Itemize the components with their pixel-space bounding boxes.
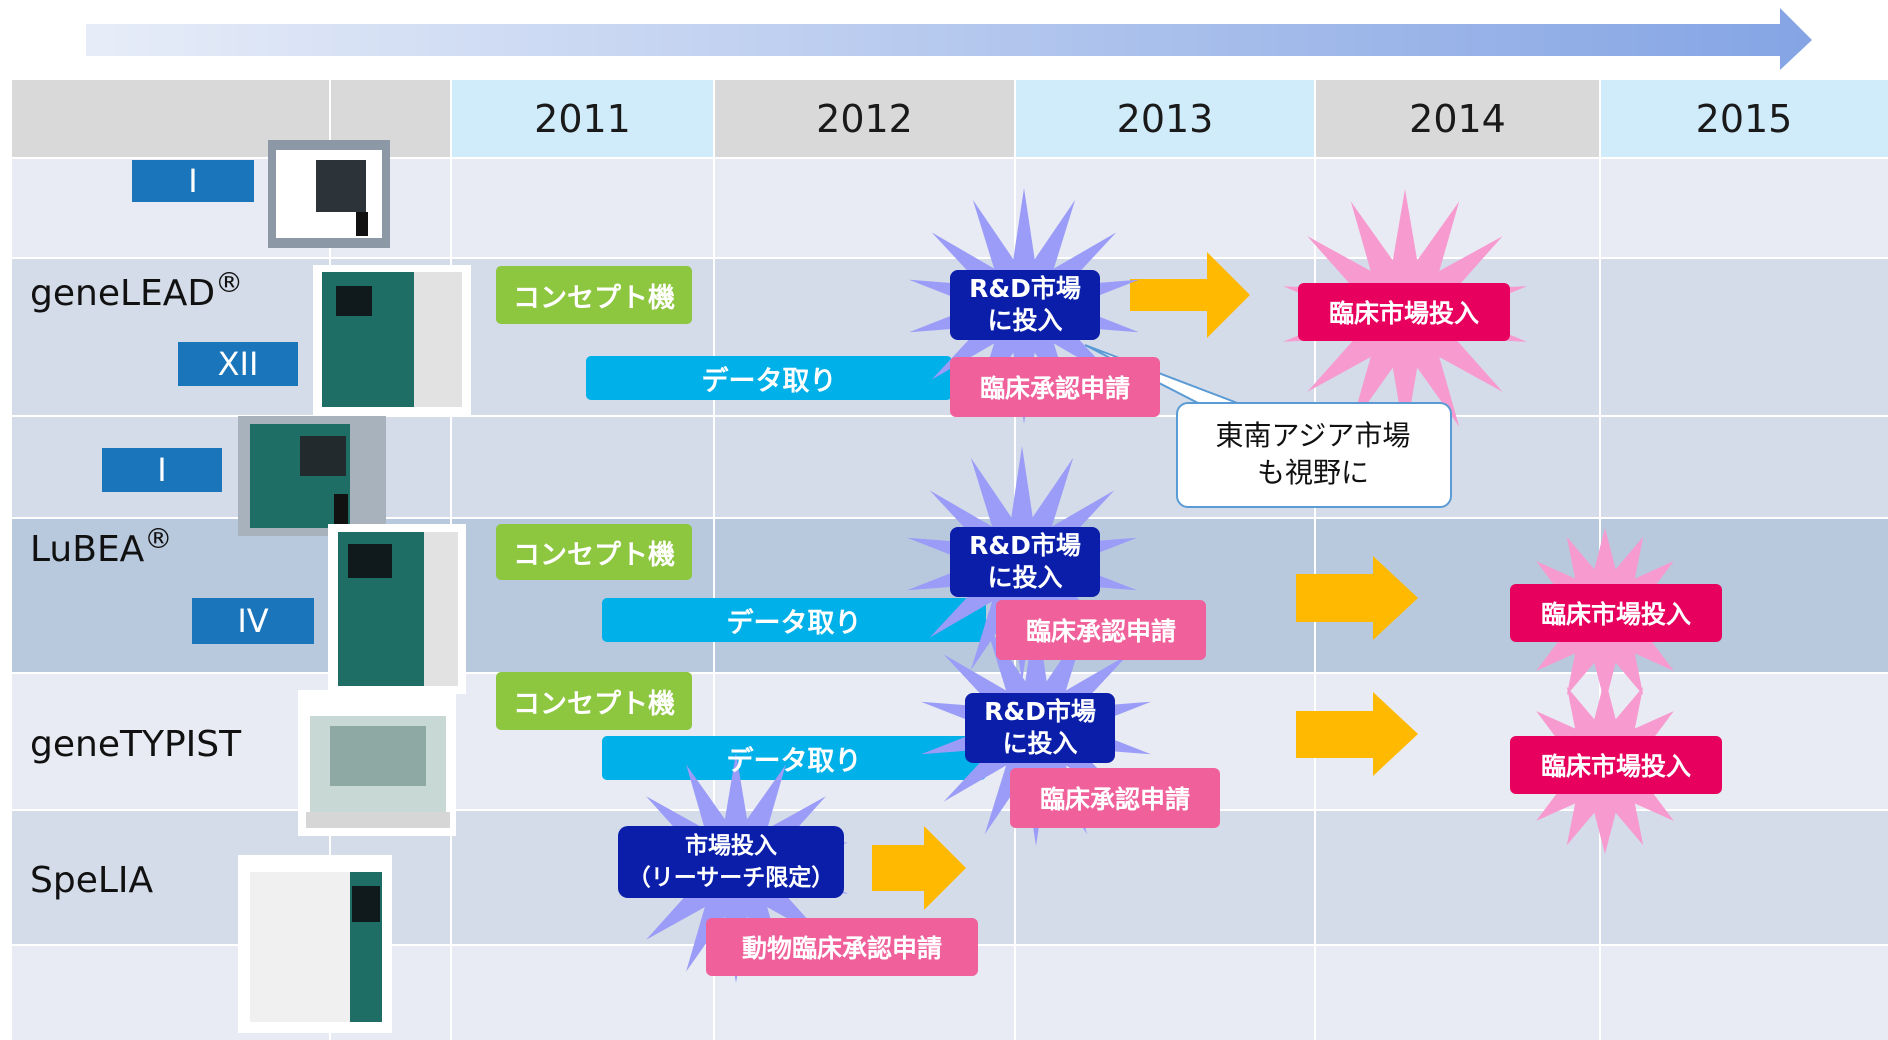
lubea-i-device-image [238, 416, 386, 536]
genelead-data-bar [586, 356, 952, 400]
lubea-rd-label: R&D市場 に投入 [969, 531, 1081, 592]
lubea-version-i: I [102, 448, 222, 492]
genetypist-clinical-box [1510, 736, 1722, 794]
product-lubea-name: LuBEA [30, 529, 145, 570]
genetypist-approval-label: 臨床承認申請 [1039, 785, 1190, 814]
genelead-i-device-image [268, 140, 390, 248]
lubea-rd-box [950, 527, 1100, 597]
genelead-rd-box [950, 270, 1100, 340]
genelead-approval-label: 臨床承認申請 [979, 374, 1130, 403]
lubea-concept-label: コンセプト機 [513, 539, 675, 571]
lubea-arrow-to-clinical [1296, 556, 1418, 640]
lubea-clinical-box [1510, 584, 1722, 642]
header-cell-2013 [1015, 80, 1315, 158]
lubea-approval-label: 臨床承認申請 [1025, 617, 1176, 646]
lubea-data-bar [602, 598, 986, 642]
callout-box [1176, 402, 1452, 508]
year-2012: 2012 [816, 97, 913, 141]
product-genetypist: geneTYPIST [30, 724, 242, 765]
product-spelia: SpeLIA [30, 860, 154, 901]
timeline-arrow [86, 8, 1812, 70]
genetypist-concept-label: コンセプト機 [513, 688, 675, 720]
genetypist-rd-label: R&D市場 に投入 [984, 697, 1096, 758]
genelead-rd-label: R&D市場 に投入 [969, 274, 1081, 335]
spelia-arrow [872, 826, 966, 910]
genetypist-data-bar [602, 736, 986, 780]
lubea-data-label: データ取り [726, 607, 862, 639]
callout-text: 東南アジア市場 も視野に [1215, 419, 1411, 489]
lubea-version-iv: IV [192, 598, 314, 644]
genetypist-rd-box [965, 693, 1115, 763]
product-genelead-name: geneLEAD [30, 273, 216, 314]
lubea-concept-bar [496, 524, 692, 580]
lubea-clinical-label: 臨床市場投入 [1540, 600, 1691, 629]
genelead-approval-box [950, 357, 1160, 417]
genelead-concept-bar [496, 266, 692, 324]
header-cell-2015 [1600, 80, 1888, 158]
product-lubea: LuBEA® [30, 522, 172, 570]
genelead-xii-device-image [313, 265, 471, 415]
year-2014: 2014 [1409, 97, 1506, 141]
year-2013: 2013 [1116, 97, 1214, 141]
spelia-market-label: 市場投入 （リーサーチ限定） [627, 833, 835, 891]
registered-mark: ® [215, 266, 244, 299]
genetypist-data-label: データ取り [726, 745, 862, 777]
year-2011: 2011 [534, 97, 631, 141]
genelead-version-xii: XII [178, 342, 298, 386]
genelead-version-i: I [132, 160, 254, 202]
product-genelead: geneLEAD® [30, 266, 243, 314]
lubea-approval-box [996, 600, 1206, 660]
genelead-arrow-to-clinical [1130, 252, 1250, 338]
year-2015: 2015 [1695, 97, 1793, 141]
genetypist-concept-bar [496, 672, 692, 730]
genelead-clinical-box [1298, 283, 1510, 341]
genelead-data-label: データ取り [701, 365, 837, 397]
genetypist-clinical-label: 臨床市場投入 [1540, 752, 1691, 781]
genetypist-approval-box [1010, 768, 1220, 828]
genelead-concept-label: コンセプト機 [513, 282, 675, 314]
lubea-iv-device-image [328, 524, 466, 694]
genetypist-device-image [298, 690, 456, 836]
spelia-market-box [618, 826, 844, 898]
genetypist-arrow-to-clinical [1296, 692, 1418, 776]
registered-mark: ® [144, 522, 173, 555]
spelia-approval-label: 動物臨床承認申請 [741, 934, 942, 963]
genelead-clinical-label: 臨床市場投入 [1328, 299, 1479, 328]
header-cell-2011 [451, 80, 714, 158]
spelia-approval-box [706, 918, 978, 976]
spelia-device-image [238, 855, 392, 1033]
